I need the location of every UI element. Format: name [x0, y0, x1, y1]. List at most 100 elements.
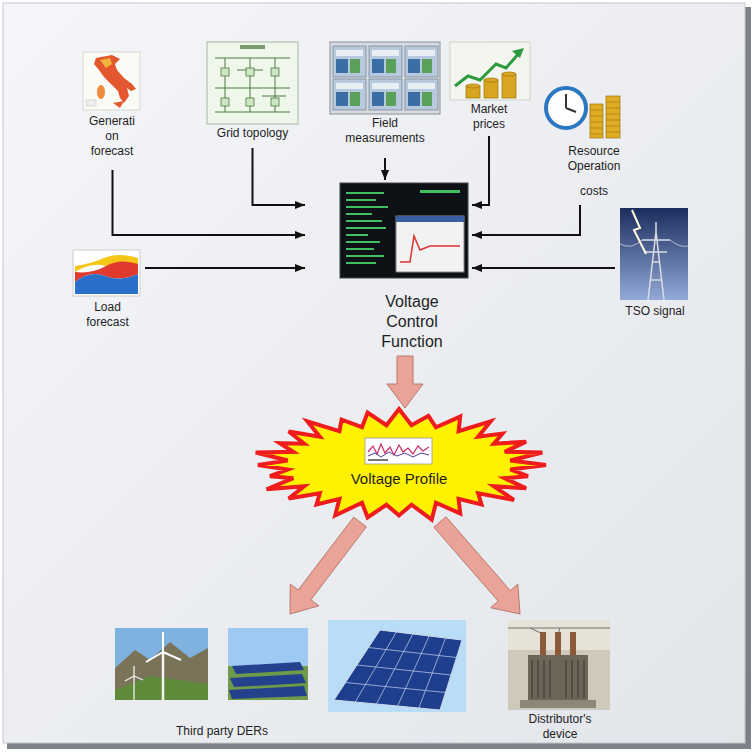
function-node: Voltage Control Function [305, 180, 472, 356]
control-screen-icon [340, 183, 468, 278]
node-label: Distributor's device [515, 712, 605, 742]
transformer-photo [520, 700, 596, 708]
measurement-screen-icon [350, 59, 360, 73]
starburst-outline [250, 408, 548, 522]
node-label: Resource Operation [558, 144, 630, 174]
transformer-photo [508, 620, 610, 710]
grid-topology-icon [221, 68, 229, 76]
grid-topology-icon [215, 58, 290, 112]
measurement-screen-icon [369, 46, 402, 77]
transformer-photo [508, 620, 610, 710]
solar-field-photo [228, 628, 308, 700]
panel-frame [3, 3, 751, 749]
tso-pylon-icon [632, 210, 646, 254]
measurement-screen-icon [336, 59, 348, 73]
control-screen-icon [346, 241, 380, 243]
control-screen-icon [346, 206, 388, 208]
node-label: costs [558, 184, 630, 199]
panel-frame [3, 3, 745, 743]
node-label: Field measurements [337, 116, 433, 146]
italy-map-icon [86, 100, 96, 106]
starburst-node: Voltage Profile [250, 408, 548, 522]
italy-map-icon [100, 58, 112, 68]
measurement-screen-icon [330, 42, 440, 114]
wind-turbine-photo [125, 666, 143, 700]
clock-coins-icon [590, 96, 620, 138]
wind-turbine-photo [115, 642, 208, 700]
grid-topology-icon [246, 68, 254, 76]
measurement-screen-icon [422, 59, 432, 73]
measurement-screen-icon [408, 92, 420, 106]
measurement-screen-icon [386, 59, 396, 73]
tso-pylon-icon [620, 208, 688, 300]
control-screen-icon [346, 234, 368, 236]
grid-topology-icon [221, 68, 279, 106]
node-label: Third party DERs [162, 724, 282, 739]
measurement-screen-icon [372, 83, 399, 89]
measurement-screen-icon [372, 59, 384, 73]
node-label: Load forecast [75, 300, 140, 330]
node-label: Generati on forecast [83, 114, 141, 159]
transformer-photo [570, 632, 576, 655]
input-node: Generati on forecast [80, 50, 145, 170]
load-forecast-icon [73, 250, 140, 296]
measurement-screen-icon [336, 50, 435, 89]
italy-map-icon [113, 101, 124, 108]
measurement-screen-icon [350, 59, 432, 106]
transformer-photo [555, 632, 561, 655]
grid-topology-icon [246, 98, 254, 106]
control-screen-icon [346, 220, 382, 222]
measurement-screen-icon [372, 50, 399, 56]
measurement-screen-icon [369, 79, 402, 110]
flow-arrow [472, 136, 489, 205]
output-node: Third party DERs [112, 614, 470, 745]
measurement-screen-icon [422, 92, 432, 106]
market-prices-icon [450, 42, 530, 100]
input-node: Field measurements [328, 40, 442, 158]
grid-topology-icon [271, 68, 279, 76]
node-label: Market prices [454, 102, 524, 132]
solar-panel-photo [328, 620, 466, 712]
grid-topology-icon [207, 42, 298, 124]
control-screen-icon [346, 255, 384, 257]
node-label: Grid topology [205, 126, 300, 141]
wind-turbine-photo [115, 676, 208, 700]
solar-field-photo [229, 686, 307, 699]
market-prices-icon [466, 72, 516, 98]
market-prices-icon [466, 84, 480, 88]
market-prices-icon [502, 74, 516, 98]
italy-map-icon [83, 52, 140, 110]
control-screen-icon [346, 192, 384, 194]
tso-pylon-icon [642, 222, 670, 300]
measurement-screen-icon [330, 42, 440, 114]
solar-panel-photo [328, 620, 466, 712]
transformer-photo [528, 655, 588, 700]
control-screen-icon [346, 227, 386, 229]
measurement-screen-icon [333, 79, 366, 110]
market-prices-icon [484, 80, 498, 98]
node-label: Voltage Control Function [362, 292, 462, 352]
measurement-screen-icon [336, 59, 420, 106]
clock-coins-icon [590, 102, 620, 134]
italy-map-icon [94, 55, 136, 103]
market-prices-icon [502, 72, 516, 76]
block-arrow [434, 517, 520, 614]
profile-chart [365, 438, 432, 464]
block-arrow [290, 517, 366, 614]
control-screen-icon [400, 236, 460, 262]
tso-pylon-icon [620, 208, 688, 300]
measurement-screen-icon [386, 92, 396, 106]
market-prices-icon [450, 42, 530, 100]
input-node: Resource Operation costs [540, 82, 645, 205]
load-forecast-icon [73, 250, 140, 296]
flow-arrow [384, 158, 386, 180]
measurement-screen-icon [350, 92, 360, 106]
node-label: Voltage Profile [250, 470, 548, 488]
node-label: TSO signal [615, 304, 695, 319]
clock-coins-icon [546, 88, 620, 138]
clock-coins-icon [546, 88, 586, 128]
transformer-photo [540, 632, 546, 655]
